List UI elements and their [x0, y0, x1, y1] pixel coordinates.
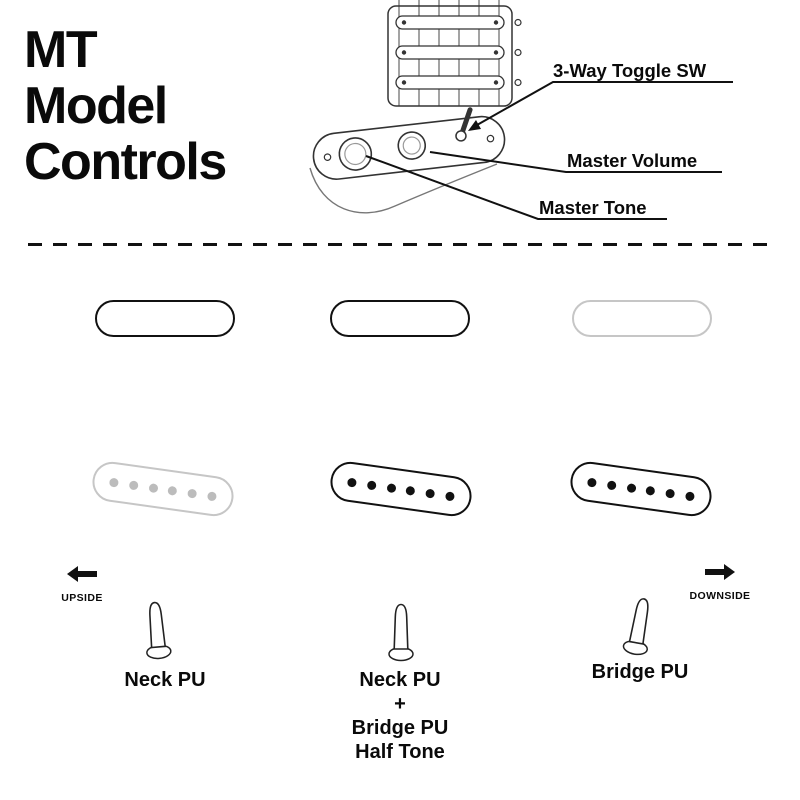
toggle-switch-callout-label: 3-Way Toggle SW — [553, 60, 707, 81]
downside-label: DOWNSIDE — [689, 590, 751, 602]
position-label-middle: Neck PU + Bridge PU Half Tone — [351, 669, 449, 763]
dashed-divider — [28, 243, 772, 246]
pole-dot — [108, 477, 120, 488]
neck-pickup-indicator-pos1 — [95, 300, 235, 337]
pole-dot — [206, 490, 218, 501]
right-arrow-icon — [705, 564, 735, 580]
control-plate-icon — [312, 107, 506, 180]
title-line-2: Model — [24, 77, 168, 135]
pole-dot — [444, 490, 456, 501]
position-label-bridge: Bridge PU — [591, 661, 689, 683]
toggle-switch-icon — [455, 107, 473, 142]
position-label-neck: Neck PU — [124, 669, 206, 691]
pole-dot — [346, 477, 358, 488]
pole-dot — [626, 482, 637, 493]
bridge-plate-icon — [387, 5, 522, 107]
left-arrow-icon — [67, 566, 97, 582]
master-tone-knob-icon — [338, 137, 373, 171]
pole-dot — [128, 479, 139, 490]
master-tone-callout-label: Master Tone — [539, 197, 647, 218]
neck-pickup-indicator-pos2 — [330, 300, 470, 337]
neck-pickup-indicator-pos3 — [572, 300, 712, 337]
selector-lever-icon-pos2 — [388, 603, 414, 662]
pole-dot — [366, 479, 377, 490]
bridge-pickup-indicator-pos1 — [89, 459, 237, 519]
bridge-pickup-indicator-pos2 — [327, 459, 475, 519]
callout-leader-lines — [365, 81, 733, 220]
leader-arrowhead-icon — [468, 120, 481, 131]
pole-dot — [586, 477, 598, 488]
master-volume-callout-label: Master Volume — [567, 150, 698, 171]
pole-dot — [425, 488, 436, 499]
guitar-controls-drawing — [309, 0, 733, 220]
bridge-pickup-indicator-pos3 — [567, 459, 715, 519]
pole-dot — [645, 485, 656, 496]
page-title: MT Model Controls — [24, 21, 227, 191]
pole-dot — [606, 479, 617, 490]
selector-lever-icon-pos3 — [622, 598, 649, 656]
pole-dot — [148, 482, 159, 493]
pole-dot — [386, 482, 397, 493]
upside-legend: UPSIDE — [46, 566, 118, 604]
title-line-1: MT — [24, 21, 98, 79]
pole-dot — [684, 490, 696, 501]
title-line-3: Controls — [24, 133, 227, 191]
pole-dot — [665, 488, 676, 499]
master-volume-knob-icon — [397, 131, 427, 160]
pole-dot — [167, 485, 178, 496]
downside-legend: DOWNSIDE — [680, 564, 760, 602]
body-outline-curve — [309, 163, 498, 214]
upside-label: UPSIDE — [61, 592, 103, 604]
pole-dot — [405, 485, 416, 496]
selector-lever-icon-pos1 — [146, 601, 172, 660]
pole-dot — [187, 488, 198, 499]
